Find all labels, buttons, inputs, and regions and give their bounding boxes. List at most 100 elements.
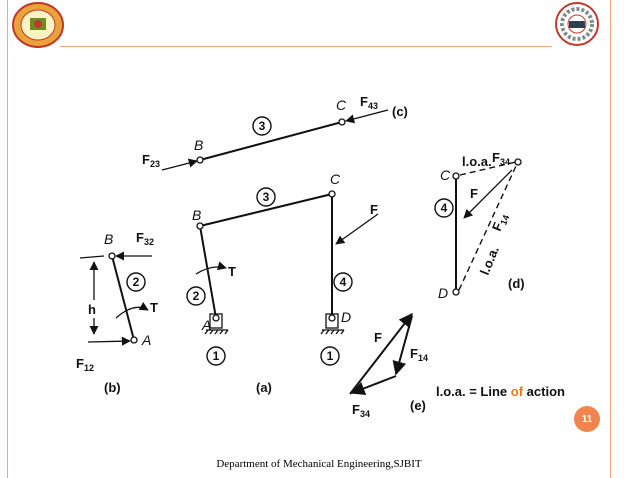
joint-B-a (196, 222, 204, 230)
label-D-a: D (341, 309, 351, 325)
label-F34-d: F34 (492, 150, 510, 167)
force-subscript: 34 (360, 409, 370, 419)
force-arrow-F-d (463, 169, 513, 219)
link-number-3c: 3 (259, 119, 266, 133)
label-B-c: B (194, 137, 203, 153)
joint-A-a (212, 314, 220, 322)
link-number-3a: 3 (263, 190, 270, 204)
college-logo-left (12, 2, 64, 48)
triangle-side-F34 (350, 375, 397, 395)
joint-D-d (452, 288, 460, 296)
page-number-badge: 11 (574, 406, 600, 432)
footer-department: Department of Mechanical Engineering,SJB… (216, 458, 422, 470)
link-number-circle-1a (206, 346, 226, 366)
part-label-b: (b) (104, 380, 121, 395)
reference-line-top (79, 255, 105, 259)
emblem-icon (12, 2, 64, 48)
joint-C-c (338, 118, 346, 126)
force-subscript: 14 (418, 353, 428, 363)
link-number-circle-4a (333, 272, 353, 292)
label-C-c: C (336, 97, 347, 113)
force-subscript: 32 (144, 237, 154, 247)
part-label-d: (d) (508, 276, 525, 291)
force-arrow-F (335, 213, 379, 245)
label-T-b: T (150, 300, 158, 315)
label-A-a: A (201, 317, 211, 333)
link3-bar-c (199, 121, 343, 161)
link-number-1d: 1 (327, 349, 334, 363)
ground-hatch-A (204, 329, 229, 335)
force-subscript: 14 (498, 213, 511, 226)
label-D-d: D (438, 285, 448, 301)
force-subscript: 34 (500, 157, 510, 167)
link-number-2b: 2 (133, 275, 140, 289)
link2-crank (199, 225, 217, 319)
part-label-a: (a) (256, 380, 272, 395)
link-number-4d: 4 (441, 201, 448, 215)
force-arrow-F23 (161, 158, 198, 171)
label-F32: F32 (136, 230, 154, 247)
link-number-circle-2b (126, 272, 146, 292)
gear-emblem-icon (555, 2, 599, 46)
force-arrow-F43 (345, 109, 389, 124)
label-B-b: B (104, 231, 113, 247)
frame-top-line (60, 46, 552, 47)
frame-right-line (610, 0, 611, 478)
label-F43: F43 (360, 94, 378, 111)
figure-a-mechanism: 3 2 4 1 1 B C A D F T (a) (186, 171, 379, 395)
joint-C-d (452, 172, 460, 180)
link2-bar-b (111, 255, 135, 341)
link-number-4a: 4 (340, 275, 347, 289)
label-C-a: C (330, 171, 341, 187)
label-F12: F12 (76, 356, 94, 373)
frame-left-line (7, 0, 8, 478)
joint-D-a (328, 314, 336, 322)
link-number-circle-3a (256, 187, 276, 207)
link-number-1a: 1 (213, 349, 220, 363)
part-label-e: (e) (410, 398, 426, 413)
ground-hatch-D (320, 329, 345, 335)
joint-A-b (130, 336, 138, 344)
label-F-e: F (374, 330, 382, 345)
label-h: h (88, 302, 96, 317)
link-number-circle-2a (186, 286, 206, 306)
figure-e-force-triangle: F F14 F34 (e) (349, 312, 428, 419)
label-F14-d: F14 (489, 211, 511, 234)
figure-c-link3: 3 B C F23 F43 (c) (142, 94, 408, 171)
triangle-side-F (349, 312, 413, 395)
link-number-circle-1d (320, 346, 340, 366)
label-loa-diag: l.o.a. (477, 244, 502, 277)
label-A-b: A (141, 332, 151, 348)
link3-coupler (199, 193, 333, 227)
force-subscript: 23 (150, 159, 160, 169)
force-subscript: 43 (368, 101, 378, 111)
label-F-d: F (470, 186, 478, 201)
loa-legend-prefix: l.o.a. = Line (436, 384, 511, 399)
link-number-circle-4d (434, 198, 454, 218)
loa-legend-suffix: action (523, 384, 565, 399)
label-F23: F23 (142, 152, 160, 169)
label-B-a: B (192, 207, 201, 223)
loa-line-F14 (458, 165, 517, 291)
loa-legend-of: of (511, 384, 524, 399)
part-label-c: (c) (392, 104, 408, 119)
label-T-a: T (228, 264, 236, 279)
label-F-a: F (370, 202, 378, 217)
figure-d-link4: 4 C D l.o.a. F34 F F14 l.o.a. (d) (434, 150, 525, 301)
triangle-side-F14 (392, 315, 413, 376)
department-logo-right (553, 2, 601, 46)
force-subscript: 12 (84, 363, 94, 373)
label-F34-e: F34 (352, 402, 370, 419)
joint-C-a (328, 190, 336, 198)
link-number-2a: 2 (193, 289, 200, 303)
link-number-circle-3c (252, 116, 272, 136)
loa-legend: l.o.a. = Line of action (436, 384, 565, 399)
label-loa-top: l.o.a. (462, 154, 492, 169)
label-C-d: C (440, 167, 451, 183)
joint-B-b (108, 252, 116, 260)
joint-B-c (196, 156, 204, 164)
force-arrow-F12 (87, 336, 131, 346)
label-F14-e: F14 (410, 346, 428, 363)
